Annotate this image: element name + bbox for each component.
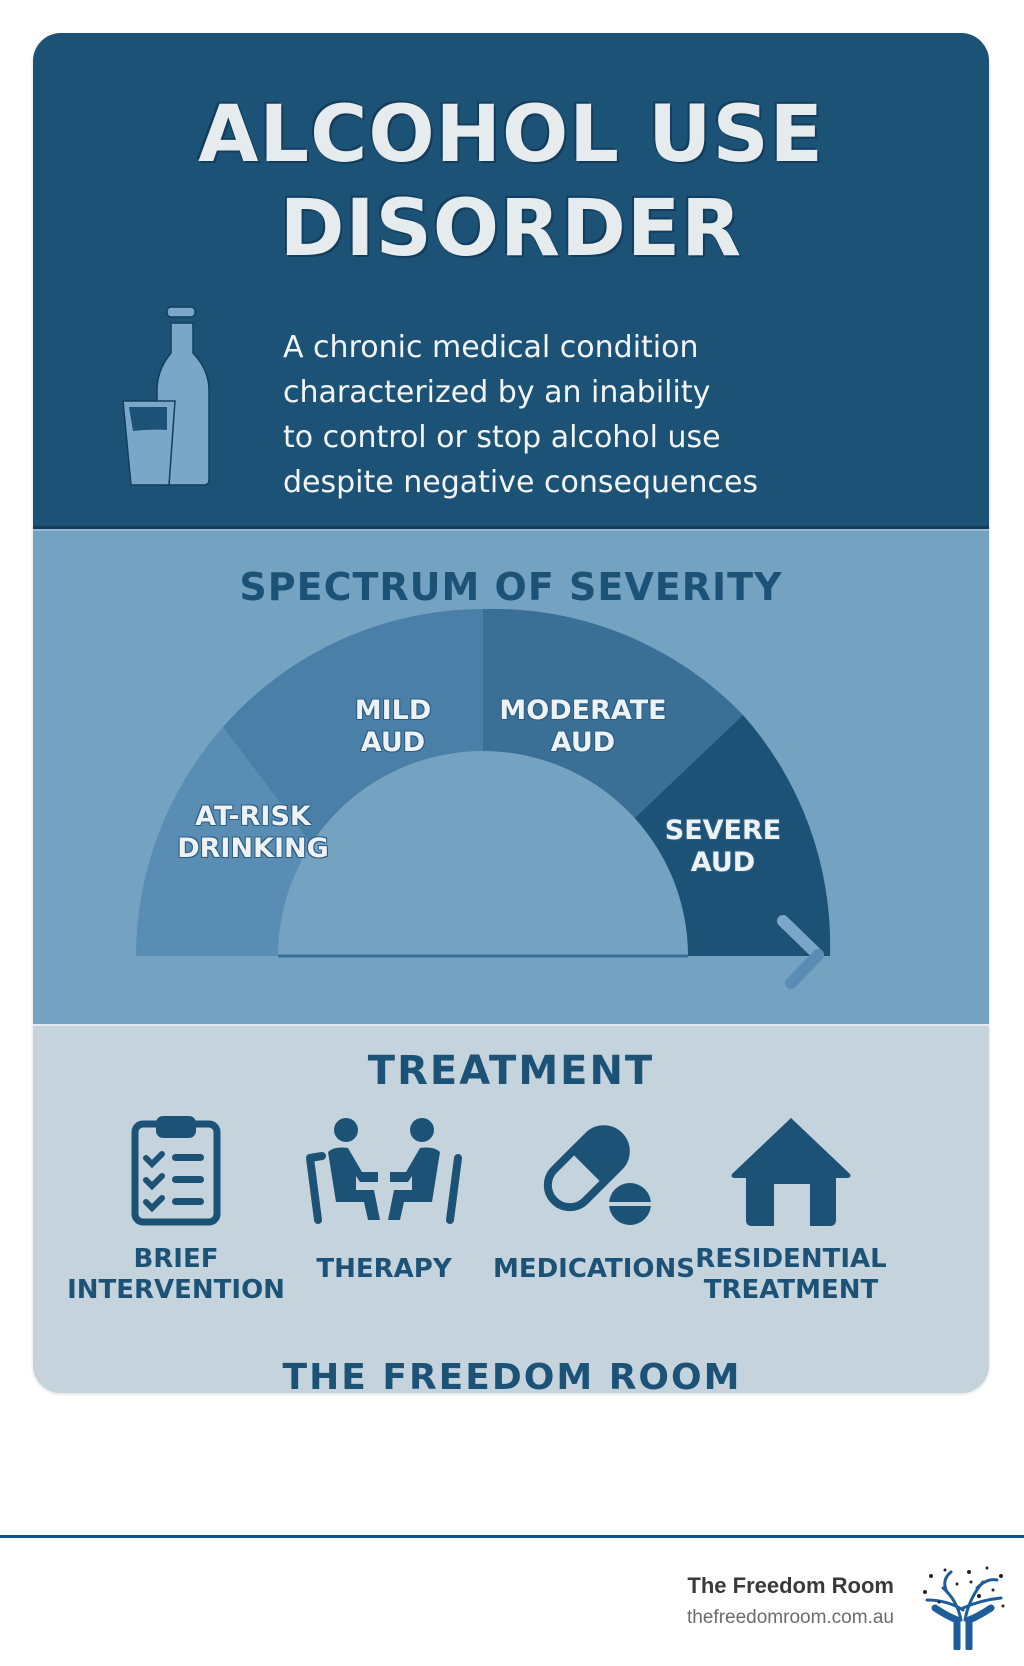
treatment-label: MEDICATIONS bbox=[484, 1254, 704, 1285]
definition-line: characterized by an inability bbox=[283, 375, 711, 410]
page-title: ALCOHOL USE DISORDER bbox=[33, 88, 989, 276]
treatment-label: BRIEF INTERVENTION bbox=[66, 1244, 286, 1306]
treatment-title: TREATMENT bbox=[367, 1048, 655, 1094]
segment-label-line: AUD bbox=[690, 847, 756, 878]
treatment-section: TREATMENT BRIEF INTERVENTION bbox=[33, 1024, 989, 1393]
segment-label-line: MILD bbox=[354, 695, 432, 726]
house-icon bbox=[731, 1118, 851, 1226]
treatment-label-line: BRIEF bbox=[133, 1244, 219, 1274]
severity-gauge bbox=[136, 608, 831, 989]
segment-label-line: DRINKING bbox=[177, 833, 329, 864]
footer-brand-name: The Freedom Room bbox=[687, 1573, 894, 1598]
definition-line: A chronic medical condition bbox=[283, 330, 699, 365]
definition-line: despite negative consequences bbox=[283, 465, 759, 500]
treatment-label-line: THERAPY bbox=[316, 1254, 452, 1284]
brand-name: THE FREEDOM ROOM bbox=[282, 1357, 742, 1398]
segment-label-line: AUD bbox=[550, 727, 616, 758]
treatment-label-line: MEDICATIONS bbox=[492, 1254, 696, 1284]
tree-hands-logo-icon bbox=[923, 1566, 1005, 1650]
clipboard-checklist-icon bbox=[131, 1116, 221, 1226]
gauge-segment-at-risk bbox=[136, 727, 315, 956]
treatment-item-residential: RESIDENTIAL TREATMENT bbox=[681, 1116, 901, 1316]
treatment-item-medications: MEDICATIONS bbox=[484, 1116, 704, 1316]
segment-label-line: MODERATE bbox=[499, 695, 667, 726]
pill-capsule-icon bbox=[543, 1125, 652, 1225]
definition-line: to control or stop alcohol use bbox=[283, 420, 721, 455]
two-people-seated-icon bbox=[306, 1118, 462, 1224]
spectrum-title: SPECTRUM OF SEVERITY bbox=[239, 565, 783, 609]
gauge-segment-mild bbox=[223, 609, 483, 849]
segment-label-severe: SEVERE AUD bbox=[658, 815, 788, 879]
chevron-right-icon bbox=[777, 915, 824, 989]
definition-text: A chronic medical condition characterize… bbox=[283, 325, 883, 505]
bottle-and-glass-icon bbox=[122, 306, 210, 486]
infographic-card: ALCOHOL USE DISORDER A chronic medical c… bbox=[33, 33, 989, 1393]
segment-label-at-risk: AT-RISK DRINKING bbox=[173, 801, 333, 865]
segment-label-line: SEVERE bbox=[664, 815, 782, 846]
spectrum-section: SPECTRUM OF SEVERITY AT-RISK DRINKING MI… bbox=[33, 529, 989, 1026]
header-section: ALCOHOL USE DISORDER A chronic medical c… bbox=[33, 33, 989, 529]
treatment-label-line: INTERVENTION bbox=[67, 1275, 285, 1305]
treatment-label: RESIDENTIAL TREATMENT bbox=[681, 1244, 901, 1306]
footer-website-link[interactable]: thefreedomroom.com.au bbox=[687, 1607, 894, 1628]
treatment-item-therapy: THERAPY bbox=[274, 1116, 494, 1316]
treatment-label: THERAPY bbox=[274, 1254, 494, 1285]
segment-label-line: AUD bbox=[360, 727, 426, 758]
treatment-item-brief-intervention: BRIEF INTERVENTION bbox=[66, 1116, 286, 1316]
segment-label-mild: MILD AUD bbox=[333, 695, 453, 759]
segment-label-line: AT-RISK bbox=[195, 801, 311, 832]
title-line-2: DISORDER bbox=[279, 184, 743, 274]
title-line-1: ALCOHOL USE bbox=[198, 90, 824, 180]
footer-divider bbox=[0, 1535, 1024, 1538]
treatment-label-line: TREATMENT bbox=[703, 1275, 879, 1305]
segment-label-moderate: MODERATE AUD bbox=[493, 695, 673, 759]
treatment-label-line: RESIDENTIAL bbox=[695, 1244, 887, 1274]
